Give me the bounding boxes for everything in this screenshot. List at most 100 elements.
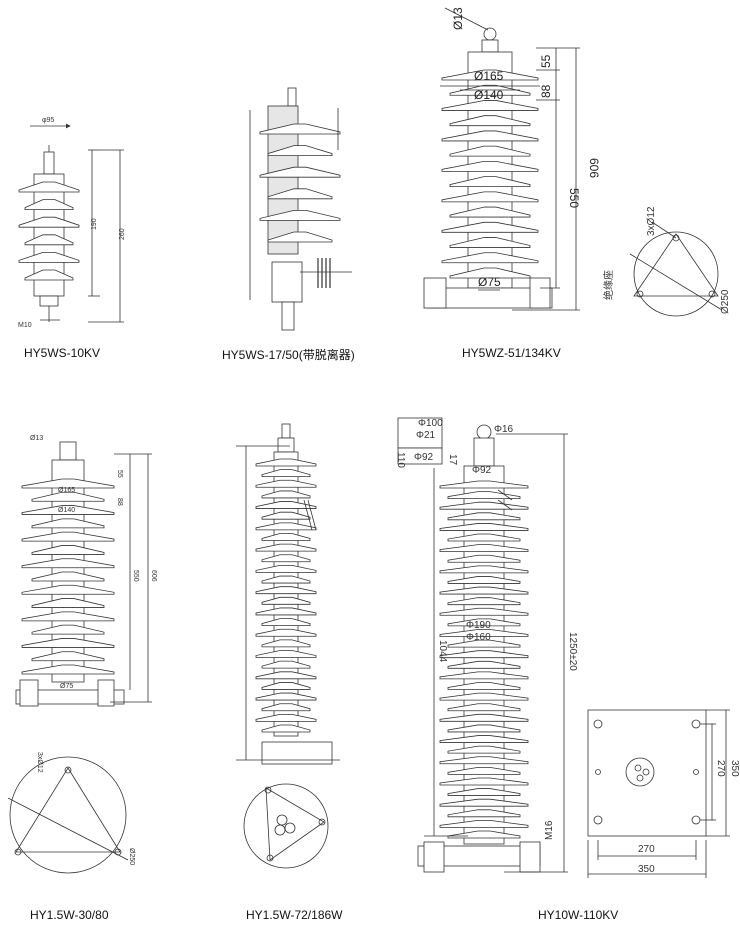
insulator-shed	[449, 145, 531, 157]
insulator-shed	[447, 745, 521, 754]
insulator-shed	[255, 713, 317, 722]
fig-f-cap-1: Φ100	[418, 418, 443, 429]
insulator-shed	[31, 571, 105, 582]
insulator-shed	[439, 671, 529, 680]
fig-d-height-1: 550	[132, 570, 139, 582]
insulator-shed	[255, 586, 317, 595]
insulator-shed	[439, 650, 529, 659]
insulator-shed	[449, 115, 531, 127]
insulator-shed	[447, 788, 521, 796]
fig-f-height-1: 1044	[437, 640, 448, 663]
insulator-shed	[441, 191, 539, 203]
fig-a-height-2: 260	[119, 228, 126, 240]
insulator-shed	[447, 618, 521, 627]
fig-d-shed-dia-1: Ø165	[58, 487, 75, 494]
insulator-shed	[255, 607, 317, 616]
fig-a-diameter: φ95	[42, 117, 54, 124]
insulator-shed	[447, 491, 521, 500]
insulator-shed	[439, 756, 529, 765]
insulator-shed	[439, 713, 529, 722]
insulator-shed	[255, 628, 317, 637]
caption-hy5ws-10kv: HY5WS-10KV	[24, 346, 101, 360]
fig-c-holes: 3xØ12	[646, 206, 657, 236]
insulator-shed	[441, 160, 539, 172]
insulator-shed	[261, 618, 311, 626]
insulator-shed	[447, 830, 521, 839]
fig-a-thread: M10	[18, 322, 32, 329]
fig-d-spacing-1: 55	[116, 470, 123, 478]
insulator-shed	[31, 598, 105, 608]
insulator-shed	[439, 480, 529, 489]
insulator-shed	[18, 181, 80, 193]
insulator-shed	[439, 607, 529, 616]
insulator-shed	[441, 252, 539, 264]
insulator-shed	[261, 703, 311, 712]
caption-hy10w-110kv: HY10W-110KV	[538, 908, 619, 922]
insulator-shed	[449, 237, 531, 248]
insulator-shed	[31, 518, 105, 529]
insulator-shed	[21, 584, 115, 595]
insulator-shed	[261, 490, 311, 499]
fig-d-pcd: Ø250	[128, 848, 135, 865]
insulator-shed	[447, 576, 521, 584]
insulator-shed	[439, 819, 529, 828]
fig-c-spacing-1: 55	[539, 54, 553, 68]
fig-c-top-dia: Ø13	[451, 7, 465, 30]
insulator-shed	[449, 206, 531, 218]
insulator-shed	[261, 660, 311, 669]
fig-d-base-dia: Ø75	[60, 683, 73, 690]
insulator-shed	[447, 597, 521, 606]
insulator-shed	[267, 188, 333, 200]
insulator-shed	[261, 533, 311, 541]
insulator-shed	[447, 554, 521, 563]
insulator-shed	[441, 221, 539, 233]
insulator-shed	[447, 766, 521, 775]
insulator-shed	[255, 650, 317, 658]
insulator-shed	[267, 231, 333, 243]
insulator-shed	[259, 166, 341, 178]
insulator-shed	[21, 478, 115, 489]
fig-c-insulator: 绝缘座	[602, 270, 615, 300]
insulator-shed	[439, 565, 529, 574]
fig-f-thread: M16	[544, 820, 555, 840]
fig-f-top-dia: Φ16	[494, 424, 514, 435]
insulator-shed	[261, 469, 311, 478]
fig-d-height-2: 606	[150, 570, 157, 582]
fig-f-cap-4: 110	[395, 452, 406, 468]
fig-f-cap-2: Φ21	[416, 430, 436, 441]
insulator-shed	[255, 543, 317, 552]
insulator-shed	[18, 252, 80, 263]
fig-d-holes: 3xØ12	[36, 752, 43, 773]
insulator-shed	[261, 682, 311, 690]
caption-hy1-5w-72-186w: HY1.5W-72/186W	[246, 908, 343, 922]
insulator-shed	[447, 724, 521, 733]
insulator-shed	[255, 501, 317, 509]
insulator-shed	[261, 575, 311, 584]
fig-f-cap-dia: Φ92	[472, 465, 492, 476]
fig-f-height-2: 1250±20	[567, 632, 578, 671]
fig-c-spacing-2: 88	[539, 84, 553, 98]
fig-c-shed-dia-2: Ø140	[474, 88, 504, 102]
insulator-shed	[24, 234, 74, 246]
insulator-shed	[21, 505, 115, 515]
insulator-shed	[447, 682, 521, 690]
insulator-shed	[21, 611, 115, 622]
caption-hy1-5w-30-80: HY1.5W-30/80	[30, 908, 109, 922]
fig-d-top-dia: Ø13	[30, 435, 43, 442]
insulator-shed	[447, 809, 521, 818]
arrester-hy1-5w-30-80	[7, 441, 152, 874]
caption-hy5wz-51-134kv: HY5WZ-51/134KV	[462, 346, 561, 360]
insulator-shed	[261, 724, 311, 733]
insulator-shed	[439, 735, 529, 743]
insulator-shed	[24, 199, 74, 210]
fig-f-plate-dim-4: 350	[729, 760, 740, 777]
insulator-shed	[261, 639, 311, 648]
insulator-shed	[31, 491, 105, 502]
insulator-shed	[255, 692, 317, 701]
insulator-shed	[261, 554, 311, 563]
fig-a-height-1: 190	[91, 218, 98, 230]
insulator-shed	[439, 777, 529, 786]
insulator-shed	[447, 660, 521, 669]
insulator-shed	[24, 269, 74, 281]
